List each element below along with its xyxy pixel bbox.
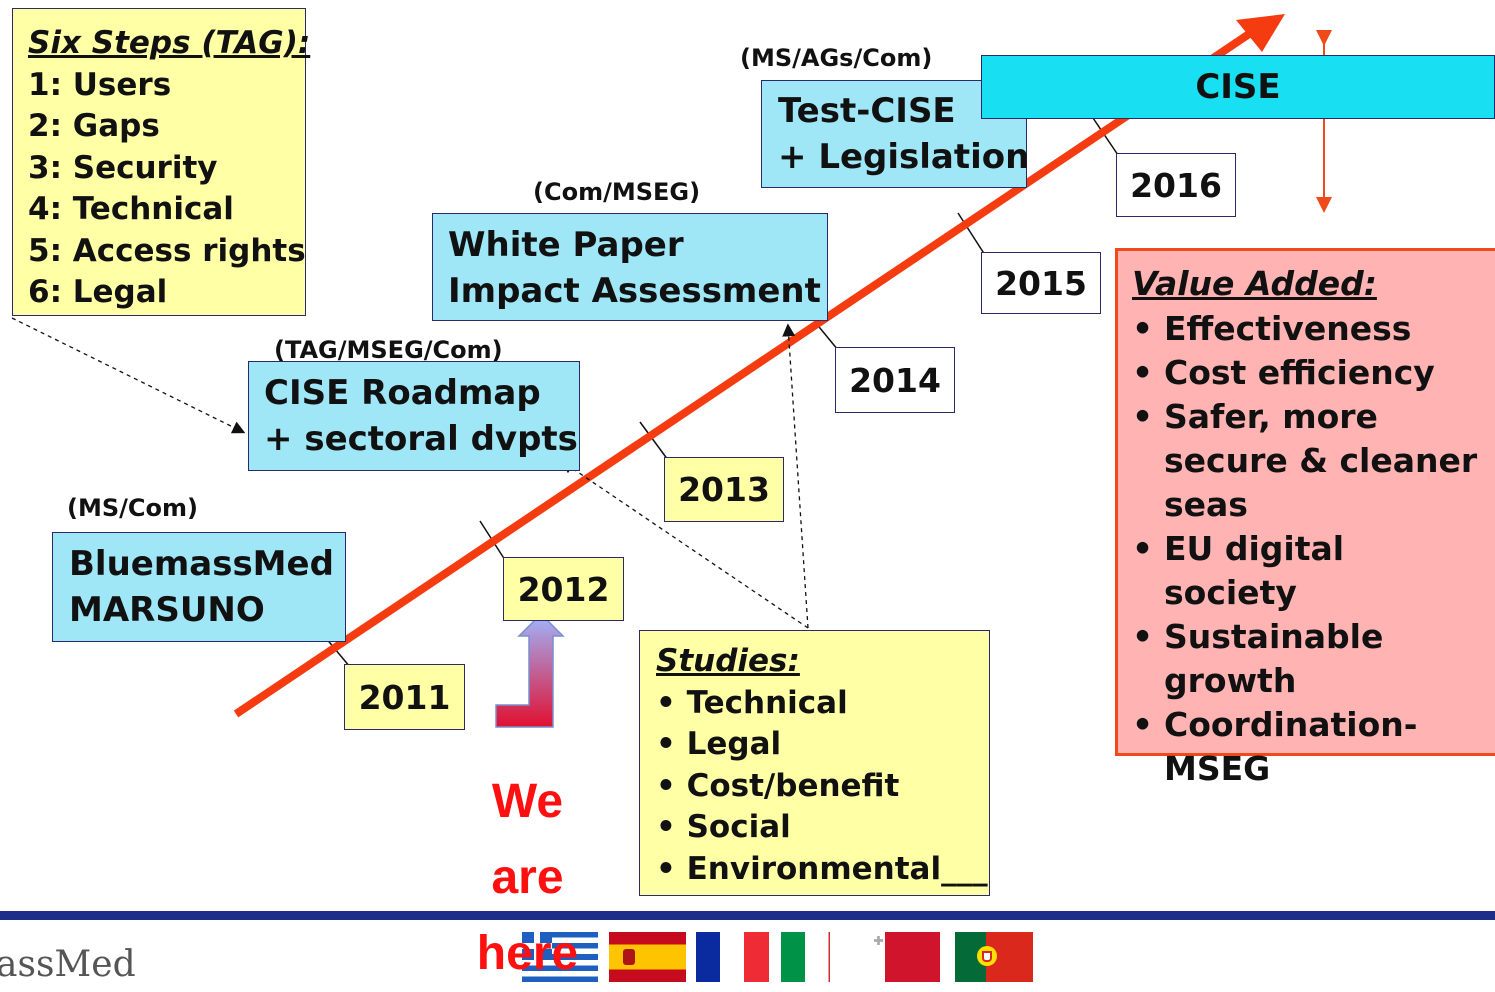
test-cise-box: Test-CISE + Legislation (761, 80, 1030, 188)
year-2012: 2012 (503, 557, 624, 621)
footer-logo-text: assMed (0, 944, 136, 985)
value-item: Coordination-MSEG (1118, 703, 1488, 791)
value-item: Cost efficiency (1118, 351, 1488, 395)
year-2011: 2011 (344, 664, 465, 730)
flag-portugal (955, 932, 1033, 982)
step-item: 3: Security (28, 149, 218, 186)
step-item: 2: Gaps (28, 108, 160, 144)
timeline-arrow (233, 26, 1258, 718)
arrow-up-icon (495, 612, 565, 728)
flag-malta-panel (830, 932, 940, 982)
study-item: Environmental___ (656, 849, 989, 891)
white-paper-line2: Impact Assessment (448, 271, 821, 311)
flag-greece (522, 932, 598, 982)
step-item: 5: Access rights (28, 232, 306, 269)
flag-spain (609, 932, 686, 982)
study-item: Legal (656, 724, 989, 766)
we-are-here-line2: are (491, 851, 564, 904)
flag-france (696, 932, 769, 982)
step-item: 4: Technical (28, 191, 234, 227)
year-2013: 2013 (664, 457, 784, 522)
footer-logo: assMed (0, 944, 136, 985)
value-added-list: Effectiveness Cost efficiency Safer, mor… (1118, 307, 1488, 791)
study-item: Social (656, 807, 989, 849)
cise-bar: CISE (981, 55, 1495, 119)
study-item: Cost/benefit (656, 766, 989, 808)
value-item: Safer, more secure & cleaner seas (1118, 395, 1488, 527)
we-are-here-line1: We (491, 775, 564, 828)
bluemassmed-box: BluemassMed MARSUNO (52, 532, 346, 642)
test-cise-line2: + Legislation (778, 137, 1030, 177)
white-paper-box: White Paper Impact Assessment (432, 213, 828, 321)
bluemassmed-actors: (MS/Com) (67, 494, 198, 522)
year-2014: 2014 (835, 347, 955, 413)
footer-rule (0, 911, 1495, 920)
six-steps-box: Six Steps (TAG): 1: Users 2: Gaps 3: Sec… (12, 8, 311, 316)
roadmap-line2: + sectoral dvpts (264, 419, 578, 459)
timeline-arrowhead (1236, 14, 1285, 52)
cise-label: CISE (1195, 67, 1281, 107)
roadmap-actors: (TAG/MSEG/Com) (274, 336, 503, 364)
dashed-connectors (11, 317, 809, 629)
step-item: 1: Users (28, 66, 172, 103)
year-2015: 2015 (981, 252, 1101, 314)
study-item: Technical (656, 683, 989, 725)
year-2016: 2016 (1116, 153, 1236, 217)
test-cise-line1: Test-CISE (778, 91, 956, 131)
roadmap-box: CISE Roadmap + sectoral dvpts (248, 361, 580, 471)
white-paper-actors: (Com/MSEG) (533, 178, 701, 206)
bluemassmed-line2: MARSUNO (69, 590, 265, 630)
white-paper-line1: White Paper (448, 225, 684, 265)
value-item: Effectiveness (1118, 307, 1488, 351)
roadmap-line1: CISE Roadmap (264, 373, 541, 413)
we-are-here-line3: here (476, 927, 579, 980)
test-cise-actors: (MS/AGs/Com) (740, 44, 933, 72)
step-item: 6: Legal (28, 274, 168, 310)
value-added-title: Value Added: (1132, 264, 1377, 303)
studies-title: Studies: (656, 643, 800, 679)
value-item: EU digital society (1118, 527, 1488, 615)
studies-box: Studies: Technical Legal Cost/benefit So… (639, 630, 990, 896)
value-item: Sustainable growth (1118, 615, 1488, 703)
bluemassmed-line1: BluemassMed (69, 544, 334, 584)
we-are-here-text: We are here (440, 764, 615, 992)
six-steps-title: Six Steps (TAG): (28, 25, 311, 61)
value-added-box: Value Added: Effectiveness Cost efficien… (1115, 248, 1495, 788)
studies-list: Technical Legal Cost/benefit Social Envi… (656, 683, 989, 891)
